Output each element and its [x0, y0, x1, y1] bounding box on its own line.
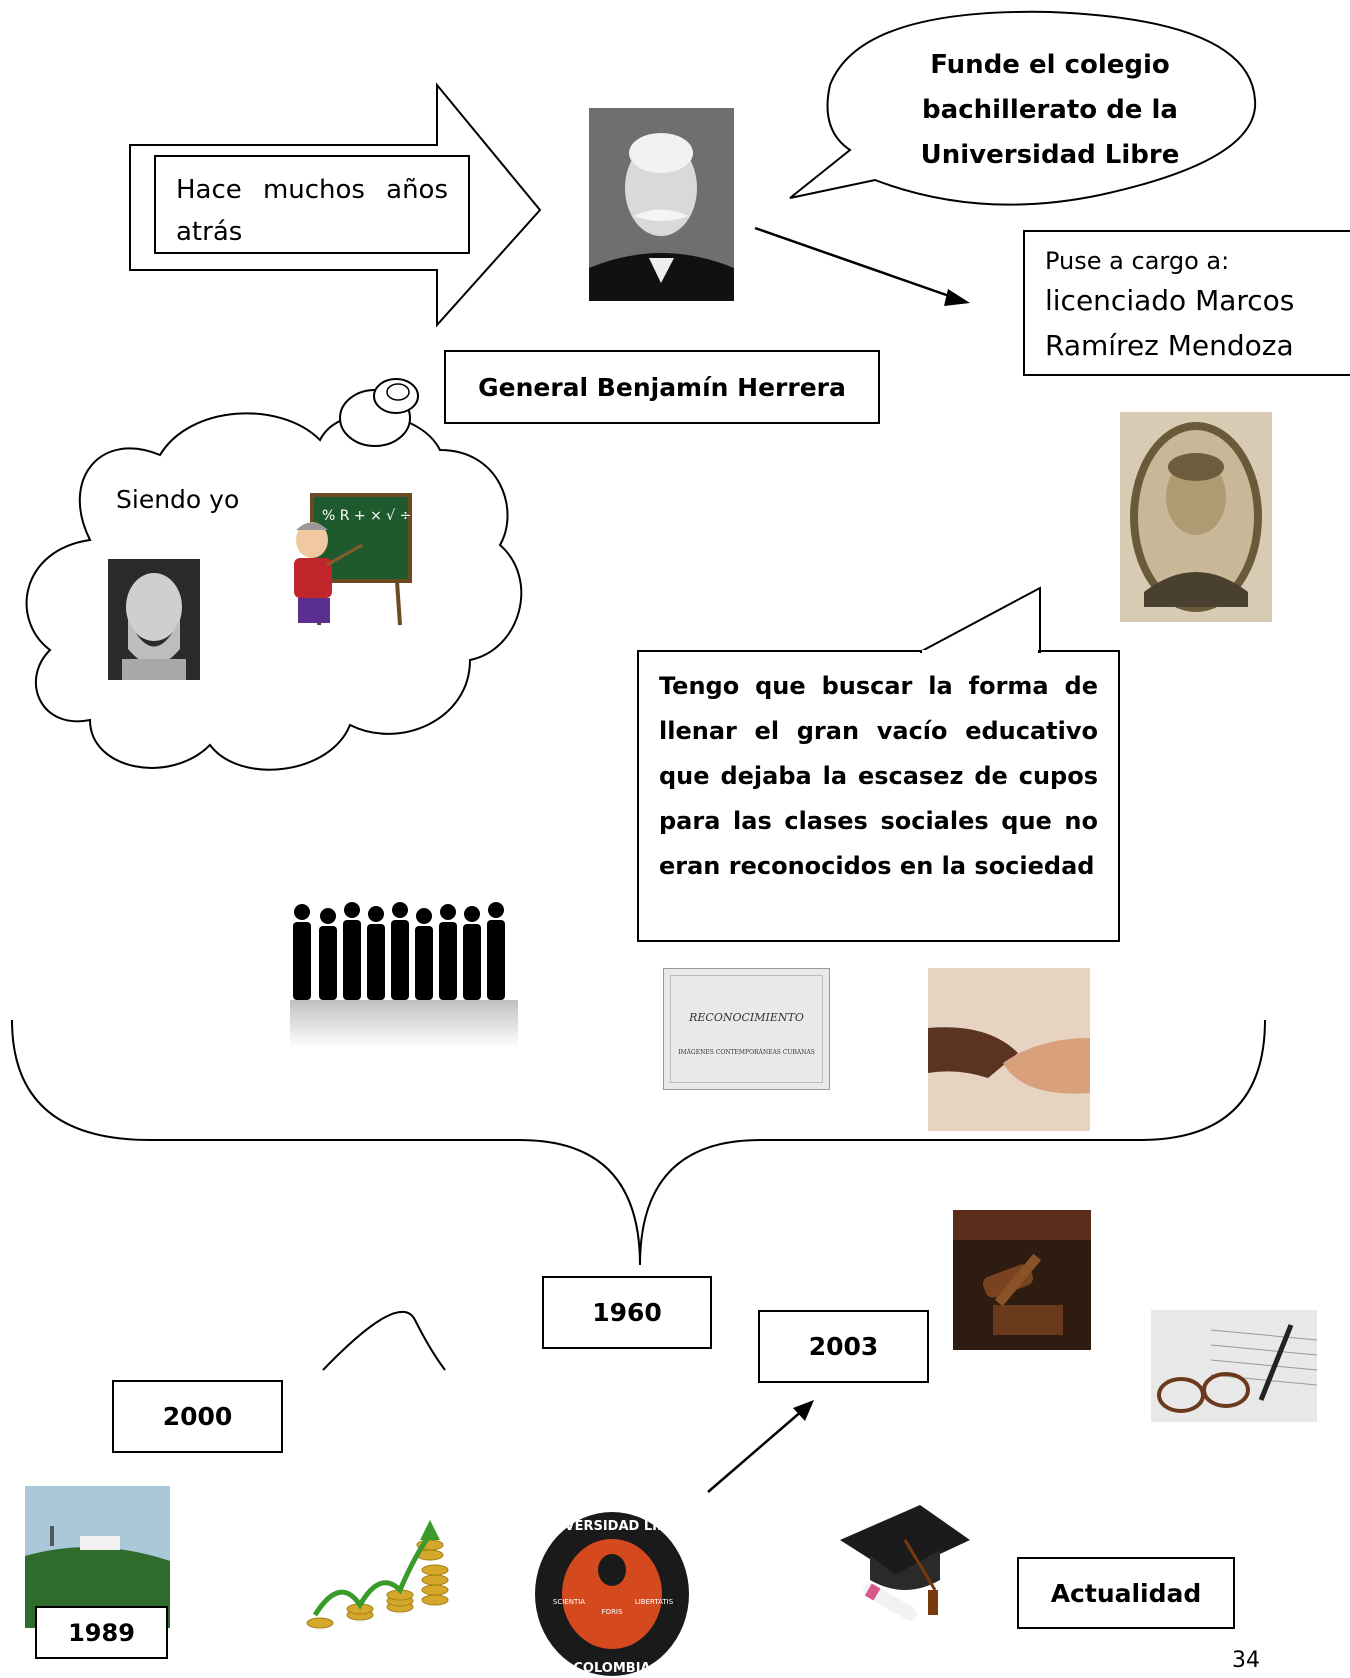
callout-box: Tengo que buscar la forma de llenar el g… — [637, 650, 1120, 942]
callout-text: Tengo que buscar la forma de llenar el g… — [659, 672, 1098, 880]
portrait-benjamin-herrera — [589, 108, 734, 301]
graduation-cap-image — [835, 1495, 975, 1630]
callout-top-left-border — [637, 650, 922, 652]
year-1989-box: 1989 — [35, 1606, 168, 1659]
handshake-image — [928, 968, 1090, 1131]
people-silhouettes-image — [290, 900, 518, 1048]
glasses-pen-image — [1151, 1310, 1317, 1422]
logo-top-text: UNIVERSIDAD LIBRE — [538, 1519, 686, 1534]
portrait-marcos-ramirez — [1120, 412, 1272, 622]
arrow-to-2003-head — [793, 1400, 814, 1421]
logo-left-text: SCIENTIA — [553, 1598, 585, 1606]
coins-growth-image — [305, 1515, 485, 1635]
plato-bust-image — [108, 559, 200, 680]
arrow-to-2003 — [707, 1409, 804, 1493]
year-1960-box: 1960 — [542, 1276, 712, 1349]
teacher-chalkboard-image: % R + × √ ÷ — [282, 490, 412, 630]
hace-text: Hace muchos años atrás — [176, 175, 448, 247]
callout-top-right-border — [1038, 650, 1120, 652]
siendo-yo-text: Siendo yo — [116, 485, 240, 514]
certificate-title: RECONOCIMIENTO — [689, 1011, 804, 1024]
universidad-libre-logo: UNIVERSIDAD LIBRE COLOMBIA SCIENTIA FORI… — [533, 1510, 691, 1678]
chalkboard-symbols: % R + × √ ÷ — [322, 508, 411, 524]
year-2000-box: 2000 — [112, 1380, 283, 1453]
thought-bubble-tiny — [386, 383, 410, 401]
thought-cloud-shape — [25, 412, 523, 771]
logo-bottom-text: COLOMBIA — [573, 1661, 650, 1676]
puse-name: licenciado Marcos Ramírez Mendoza — [1045, 284, 1295, 362]
puse-box: Puse a cargo a: licenciado Marcos Ramíre… — [1023, 230, 1350, 376]
logo-mid-text: FORIS — [602, 1608, 623, 1616]
arrow-to-puse — [754, 226, 956, 300]
curly-brace — [11, 1019, 1266, 1266]
certificate-image: RECONOCIMIENTO IMÁGENES CONTEMPORÁNEAS C… — [663, 968, 830, 1090]
certificate-subtitle: IMÁGENES CONTEMPORÁNEAS CUBANAS — [678, 1049, 815, 1056]
speech-bubble-text: Funde el colegio bachillerato de la Univ… — [920, 49, 1180, 170]
gavel-image — [953, 1210, 1091, 1350]
actualidad-box: Actualidad — [1017, 1557, 1235, 1629]
year-2003-box: 2003 — [758, 1310, 929, 1383]
logo-right-text: LIBERTATIS — [635, 1598, 674, 1606]
hace-box: Hace muchos años atrás — [154, 155, 470, 254]
arrow-to-puse-head — [944, 289, 970, 306]
speech-bubble-shape — [789, 10, 1257, 206]
small-arc — [322, 1310, 446, 1371]
puse-label: Puse a cargo a: — [1045, 247, 1230, 275]
general-label-box: General Benjamín Herrera — [444, 350, 880, 424]
callout-pointer — [919, 586, 1041, 653]
page-number: 34 — [1232, 1648, 1260, 1673]
